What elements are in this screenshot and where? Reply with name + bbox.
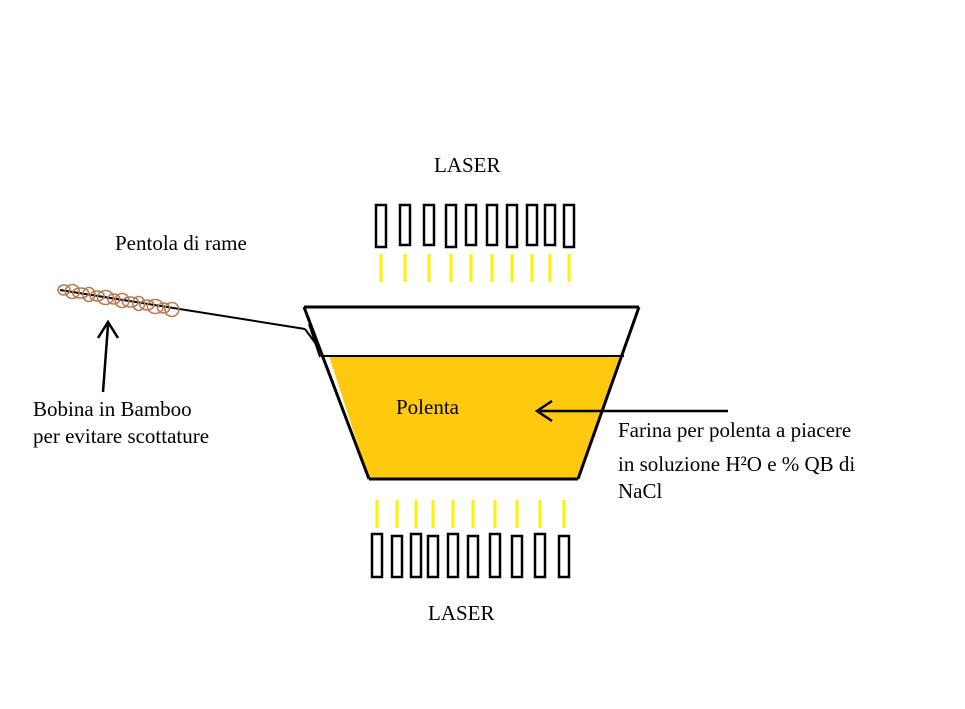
coil-loop — [114, 292, 130, 309]
arrow-icon — [96, 319, 120, 393]
laser-top-label: LASER — [434, 153, 501, 177]
coil-loop — [146, 298, 165, 315]
laser-emitter-icon — [446, 532, 460, 579]
arrow-icon — [534, 399, 728, 423]
laser-emitter-icon — [409, 532, 423, 579]
laser-emitter-icon — [505, 203, 519, 249]
contents-label: Polenta — [396, 395, 459, 419]
laser-emitter-icon — [398, 203, 412, 247]
coil-loop — [156, 302, 171, 314]
laser-emitter-icon — [557, 534, 571, 579]
coil-label-line2: per evitare scottature — [33, 424, 210, 448]
laser-emitter-icon — [488, 532, 502, 579]
coil-loop — [131, 295, 146, 312]
laser-emitter-icon — [466, 534, 480, 579]
polenta-fill — [329, 356, 622, 479]
coil-loop — [89, 290, 105, 302]
laser-emitter-icon — [525, 203, 539, 247]
pot-left-wall — [302, 306, 371, 480]
laser-emitter-icon — [464, 203, 478, 247]
laser-emitter-icon — [370, 532, 384, 579]
coil-loop — [71, 287, 90, 299]
pot-handle-joint-2 — [308, 323, 321, 358]
coil-loop — [107, 293, 121, 305]
laser-emitter-icon — [374, 203, 388, 249]
laser-emitter-top-group — [374, 203, 576, 282]
laser-emitter-icon — [562, 203, 576, 249]
coil-label-line1: Bobina in Bamboo — [33, 397, 192, 421]
laser-emitter-icon — [426, 534, 440, 579]
filling-label-line1: Farina per polenta a piacere — [618, 418, 852, 442]
laser-emitter-icon — [510, 534, 524, 579]
filling-label-line2: in soluzione H²O e % QB di — [618, 452, 856, 476]
laser-emitter-icon — [533, 532, 547, 579]
laser-emitter-icon — [390, 534, 404, 579]
coil-loop — [139, 299, 155, 311]
coil-loop — [82, 286, 96, 303]
coil-loop — [121, 296, 140, 308]
laser-emitter-icon — [444, 203, 458, 249]
laser-bottom-label: LASER — [428, 601, 495, 625]
pot-handle-line — [59, 289, 306, 330]
bamboo-coil-icon — [57, 283, 180, 318]
coil-loop — [57, 284, 71, 296]
laser-emitter-icon — [485, 203, 499, 247]
laser-emitter-icon — [543, 203, 557, 247]
laser-emitter-icon — [422, 203, 436, 247]
coil-loop — [164, 301, 180, 318]
coil-loop — [96, 289, 115, 306]
pot-right-wall — [576, 306, 641, 480]
coil-loop — [64, 283, 81, 300]
filling-label-line3: NaCl — [618, 479, 663, 503]
pot-label: Pentola di rame — [115, 231, 247, 255]
laser-emitter-bottom-group — [370, 500, 571, 579]
